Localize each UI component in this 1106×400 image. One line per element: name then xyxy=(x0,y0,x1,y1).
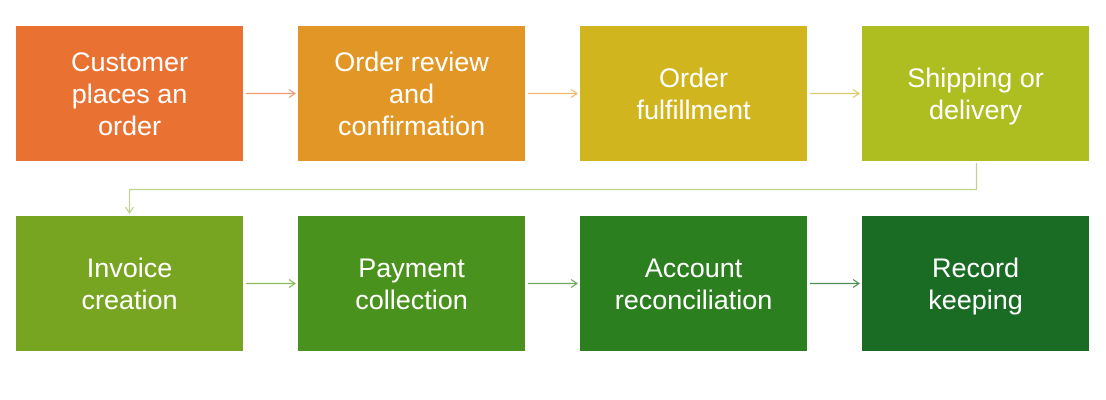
connector-line xyxy=(128,163,978,213)
step-record-keeping: Record keeping xyxy=(862,216,1089,351)
arrowhead-icon xyxy=(570,279,579,288)
arrowhead-icon xyxy=(852,279,861,288)
step-label: Invoice creation xyxy=(81,252,178,315)
step-label: Shipping or delivery xyxy=(907,62,1044,125)
step-payment-collection: Payment collection xyxy=(298,216,525,351)
step-label: Order fulfillment xyxy=(636,62,751,125)
step-shipping-delivery: Shipping or delivery xyxy=(862,26,1089,161)
arrowhead-icon xyxy=(570,89,579,98)
step-invoice-creation: Invoice creation xyxy=(16,216,243,351)
step-label: Customer places an order xyxy=(70,46,189,141)
arrowhead-icon xyxy=(125,206,134,215)
step-account-reconciliation: Account reconciliation xyxy=(580,216,807,351)
arrowhead-icon xyxy=(852,89,861,98)
step-label: Order review and confirmation xyxy=(334,46,489,141)
step-customer-places-order: Customer places an order xyxy=(16,26,243,161)
step-order-fulfillment: Order fulfillment xyxy=(580,26,807,161)
step-order-review-confirmation: Order review and confirmation xyxy=(298,26,525,161)
step-label: Record keeping xyxy=(928,252,1023,315)
step-label: Account reconciliation xyxy=(614,252,773,315)
arrowhead-icon xyxy=(288,89,297,98)
arrowhead-icon xyxy=(288,279,297,288)
step-label: Payment collection xyxy=(355,252,468,315)
